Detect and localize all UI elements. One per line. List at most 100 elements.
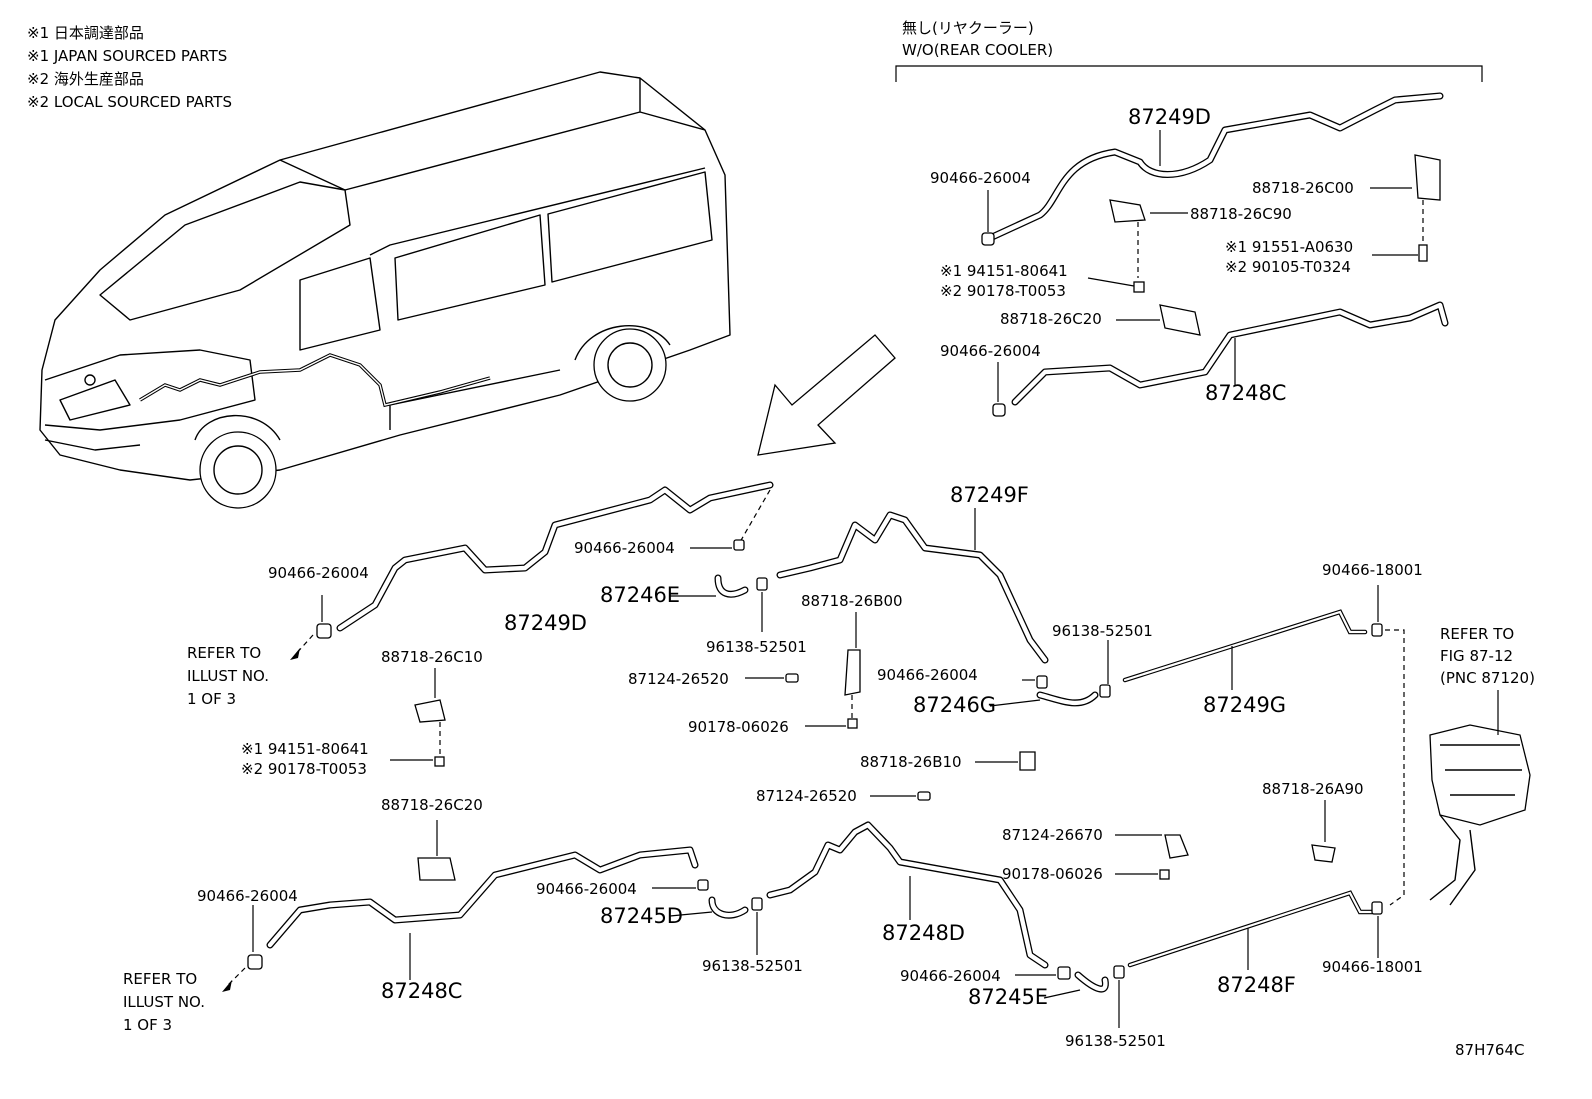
label-88718-26B10: 88718-26B10 — [860, 753, 962, 771]
refer-illust-line2: ILLUST NO. — [123, 993, 205, 1011]
pipe-87249D-lower — [336, 481, 774, 632]
label-87124-26520: 87124-26520 — [756, 787, 857, 805]
clip-icon — [434, 756, 445, 767]
note-local-en: ※2 LOCAL SOURCED PARTS — [27, 93, 232, 111]
sourcing-notes: ※1 日本調達部品 ※1 JAPAN SOURCED PARTS ※2 海外生産… — [27, 24, 232, 111]
label-87246G: 87246G — [913, 693, 996, 717]
label-96138-52501: 96138-52501 — [706, 638, 807, 656]
hose-clamp-icon — [1057, 966, 1071, 980]
refer-illust-line1: REFER TO — [123, 970, 197, 988]
van-illustration — [39, 71, 731, 509]
label-90466-26004: 90466-26004 — [574, 539, 675, 557]
grommet-icon — [785, 673, 799, 683]
variant-label-en: W/O(REAR COOLER) — [902, 41, 1053, 59]
grommet-icon — [917, 791, 931, 801]
label-87249F: 87249F — [950, 483, 1029, 507]
hose-clamp-icon — [1371, 901, 1383, 915]
label-94151-80641: ※1 94151-80641 — [940, 262, 1068, 280]
label-87124-26670: 87124-26670 — [1002, 826, 1103, 844]
hose-clamp-icon — [751, 897, 763, 911]
label-90178-T0053: ※2 90178-T0053 — [940, 282, 1066, 300]
refer-illust-line3: 1 OF 3 — [123, 1016, 172, 1034]
clamp-bracket-icon — [1164, 834, 1189, 859]
pipe-87248F — [1127, 890, 1375, 968]
refer-arrow-icon — [290, 648, 300, 660]
label-90466-26004: 90466-26004 — [877, 666, 978, 684]
refer-fig-line3: (PNC 87120) — [1440, 669, 1535, 687]
label-90178-T0053: ※2 90178-T0053 — [241, 760, 367, 778]
clip-icon — [847, 718, 858, 729]
pipe-87248C-lower — [266, 846, 699, 949]
refer-illust-line1: REFER TO — [187, 644, 261, 662]
label-87249D: 87249D — [1128, 105, 1211, 129]
clamp-bracket-icon — [1159, 304, 1201, 336]
pipe-87249G — [1122, 609, 1368, 683]
label-94151-80641: ※1 94151-80641 — [241, 740, 369, 758]
label-87248C: 87248C — [1205, 381, 1286, 405]
label-88718-26C20: 88718-26C20 — [1000, 310, 1102, 328]
clamp-bracket-icon — [1414, 154, 1441, 201]
clamp-bracket-icon — [1311, 844, 1336, 863]
hose-clamp-icon — [1371, 623, 1383, 637]
clamp-bracket-icon — [844, 649, 861, 696]
label-90105-T0324: ※2 90105-T0324 — [1225, 258, 1351, 276]
hose-clamp-icon — [697, 879, 709, 891]
label-88718-26A90: 88718-26A90 — [1262, 780, 1364, 798]
label-87248F: 87248F — [1217, 973, 1296, 997]
refer-arrow-icon — [222, 980, 232, 992]
hose-clamp-icon — [733, 539, 745, 551]
label-88718-26C00: 88718-26C00 — [1252, 179, 1354, 197]
label-96138-52501: 96138-52501 — [702, 957, 803, 975]
label-90178-06026: 90178-06026 — [1002, 865, 1103, 883]
variant-label-jp: 無し(リヤクーラー) — [902, 19, 1034, 37]
hose-clamp-icon — [1099, 684, 1111, 698]
label-90178-06026: 90178-06026 — [688, 718, 789, 736]
hose-clamp-icon — [1036, 675, 1048, 689]
note-local-jp: ※2 海外生産部品 — [27, 70, 144, 88]
pipe-87249D-upper — [986, 92, 1444, 242]
clamp-bracket-icon — [414, 699, 446, 723]
label-90466-26004: 90466-26004 — [268, 564, 369, 582]
rear-cooler-unit — [1429, 690, 1531, 906]
label-87249D: 87249D — [504, 611, 587, 635]
clamp-bracket-icon — [417, 857, 456, 881]
clamp-bracket-icon — [1109, 199, 1146, 223]
label-90466-26004: 90466-26004 — [940, 342, 1041, 360]
pipe-87248D — [766, 821, 1049, 969]
note-japan-en: ※1 JAPAN SOURCED PARTS — [27, 47, 227, 65]
label-87124-26520: 87124-26520 — [628, 670, 729, 688]
label-90466-26004: 90466-26004 — [197, 887, 298, 905]
direction-arrow — [757, 334, 896, 456]
label-87248D: 87248D — [882, 921, 965, 945]
label-88718-26C90: 88718-26C90 — [1190, 205, 1292, 223]
label-91551-A0630: ※1 91551-A0630 — [1225, 238, 1353, 256]
hose-clamp-icon — [992, 403, 1006, 417]
hose-clamp-icon — [247, 954, 263, 970]
pipe-87249F — [776, 511, 1049, 664]
bolt-icon — [1418, 244, 1428, 262]
clamp-bracket-icon — [1019, 751, 1036, 771]
refer-fig-line2: FIG 87-12 — [1440, 647, 1513, 665]
label-90466-26004: 90466-26004 — [900, 967, 1001, 985]
label-88718-26C10: 88718-26C10 — [381, 648, 483, 666]
label-90466-18001: 90466-18001 — [1322, 561, 1423, 579]
refer-fig-line1: REFER TO — [1440, 625, 1514, 643]
refer-illust-line2: ILLUST NO. — [187, 667, 269, 685]
label-96138-52501: 96138-52501 — [1052, 622, 1153, 640]
label-87246E: 87246E — [600, 583, 680, 607]
label-90466-18001: 90466-18001 — [1322, 958, 1423, 976]
label-87249G: 87249G — [1203, 693, 1286, 717]
pipe-87248C-upper — [1011, 301, 1449, 406]
variant-bracket: 無し(リヤクーラー) W/O(REAR COOLER) — [895, 19, 1483, 82]
note-japan-jp: ※1 日本調達部品 — [27, 24, 144, 42]
label-88718-26C20: 88718-26C20 — [381, 796, 483, 814]
label-88718-26B00: 88718-26B00 — [801, 592, 903, 610]
clip-icon — [1133, 281, 1145, 293]
hose-clamp-icon — [316, 623, 332, 639]
label-87245D: 87245D — [600, 904, 683, 928]
refer-illust-line3: 1 OF 3 — [187, 690, 236, 708]
figure-code: 87H764C — [1455, 1041, 1524, 1059]
label-96138-52501: 96138-52501 — [1065, 1032, 1166, 1050]
label-87245E: 87245E — [968, 985, 1048, 1009]
